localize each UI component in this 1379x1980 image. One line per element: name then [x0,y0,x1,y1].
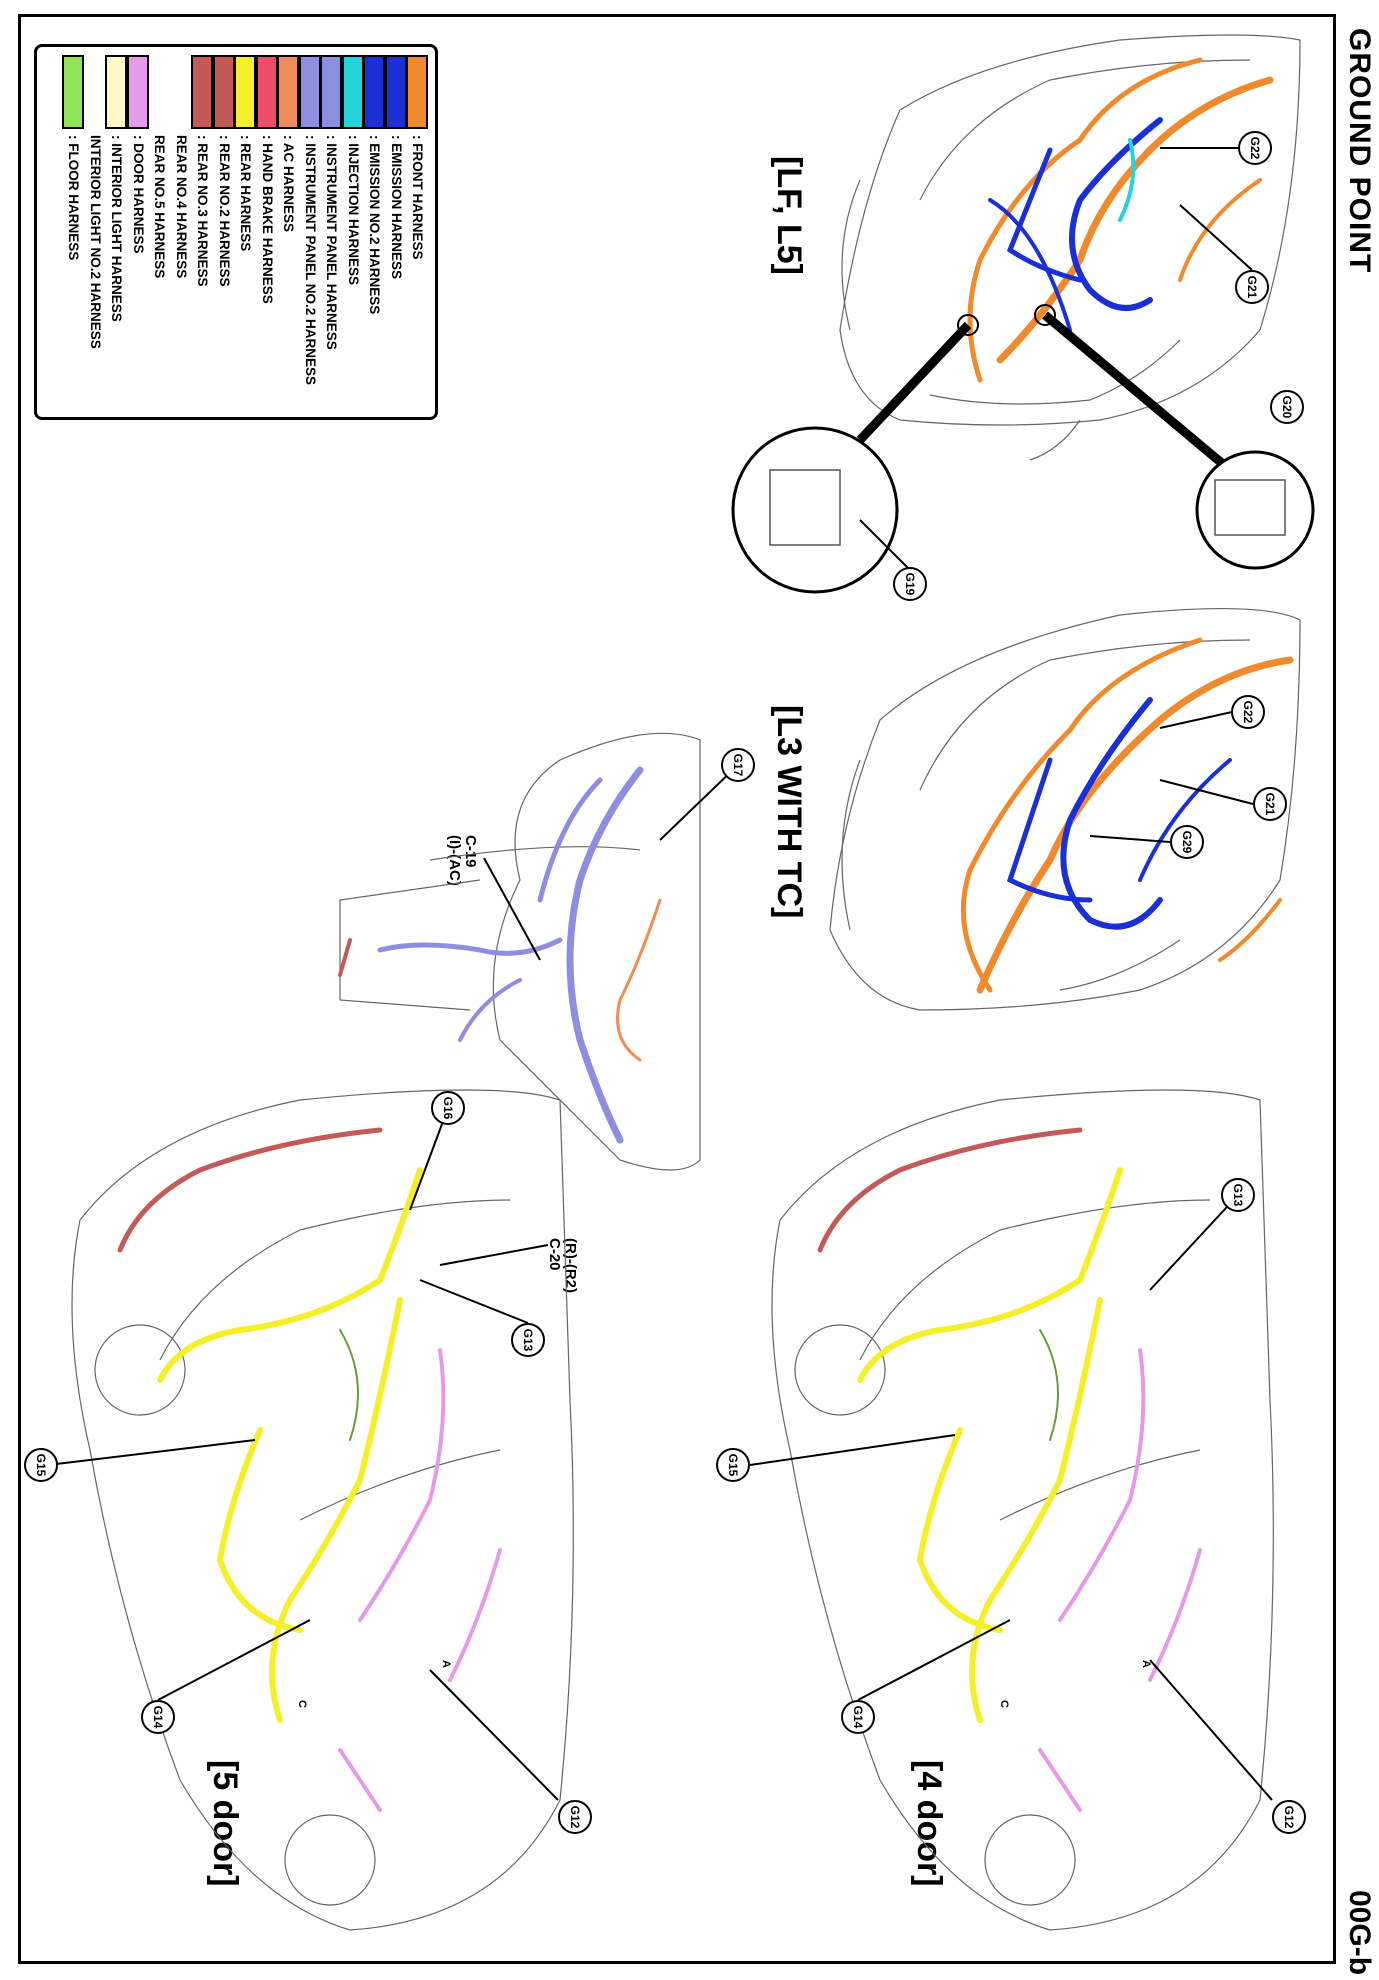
ground-point-g12-4door[interactable]: G12 [1272,1800,1306,1834]
mark-a-5door: A [440,1660,452,1668]
lf-l5-harness-lines [967,57,1274,383]
g12-label: G12 [568,1805,582,1829]
legend-swatch [277,55,299,129]
ground-point-g15-5door[interactable]: G15 [24,1448,58,1482]
ground-point-g16-5door[interactable]: G16 [431,1091,465,1125]
harness-legend: : FRONT HARNESS: EMISSION HARNESS: EMISS… [34,44,438,420]
ground-point-g22-lf[interactable]: G22 [1238,131,1272,165]
legend-swatch [212,55,235,129]
ground-point-g15-4door[interactable]: G15 [716,1448,750,1482]
g12-label: G12 [1282,1805,1296,1829]
g14-label: G14 [851,1705,865,1729]
legend-swatch [191,55,213,129]
ground-point-g14-4door[interactable]: G14 [841,1700,875,1734]
legend-swatch [384,55,407,129]
ground-point-g20-lf[interactable]: G20 [1270,390,1304,424]
g14-label: G14 [151,1705,165,1729]
ip-harness-lines [338,766,662,1144]
g13-label: G13 [521,1328,535,1352]
mark-c-5door: C [296,1700,308,1708]
lf-l5-zoom-details [731,304,1315,594]
legend-swatch [406,55,428,129]
legend-swatch [341,55,364,129]
5-door-car-body-outline [71,1089,574,1931]
legend-swatch [320,55,342,129]
legend-swatch [126,55,149,129]
g13-label: G13 [1231,1183,1245,1207]
l3-tc-harness-lines [960,637,1294,994]
ground-point-g12-5door[interactable]: G12 [558,1800,592,1834]
mark-c-4door: C [998,1700,1010,1708]
legend-swatch [105,55,127,129]
5-door-harness-lines [117,1127,502,1812]
g22-label: G22 [1248,136,1262,160]
g21-label: G21 [1245,275,1259,299]
legend-swatch [255,55,278,129]
ground-point-g17-ip[interactable]: G17 [721,748,755,782]
g20-label: G20 [1280,395,1294,419]
g15-label: G15 [34,1453,48,1477]
ground-point-g19-lf[interactable]: G19 [893,567,927,601]
legend-swatch [234,55,256,129]
ground-point-g21-lf[interactable]: G21 [1235,270,1269,304]
g22-label: G22 [1241,700,1255,724]
g16-label: G16 [441,1096,455,1120]
ground-point-g13-4door[interactable]: G13 [1221,1178,1255,1212]
page-frame [18,14,1336,1964]
mark-a-4door: A [1140,1660,1152,1668]
l3-tc-engine-bay-outline [829,607,1301,1011]
ground-point-g29-l3[interactable]: G29 [1170,825,1204,859]
legend-swatch [62,55,84,129]
lf-l5-engine-bay-outline [839,34,1301,461]
g17-label: G17 [731,753,745,777]
legend-swatch [298,55,321,129]
legend-swatch [363,55,385,129]
ground-point-g22-l3[interactable]: G22 [1231,695,1265,729]
callout-leader-lines [47,147,1273,1801]
4-door-car-body-outline [771,1089,1274,1931]
g15-label: G15 [726,1453,740,1477]
g29-label: G29 [1180,830,1194,854]
ground-point-g21-l3[interactable]: G21 [1253,787,1287,821]
g19-label: G19 [903,572,917,596]
ground-point-g14-5door[interactable]: G14 [141,1700,175,1734]
ground-point-g13-5door[interactable]: G13 [511,1323,545,1357]
g21-label: G21 [1263,792,1277,816]
4-door-harness-lines [817,1127,1202,1812]
